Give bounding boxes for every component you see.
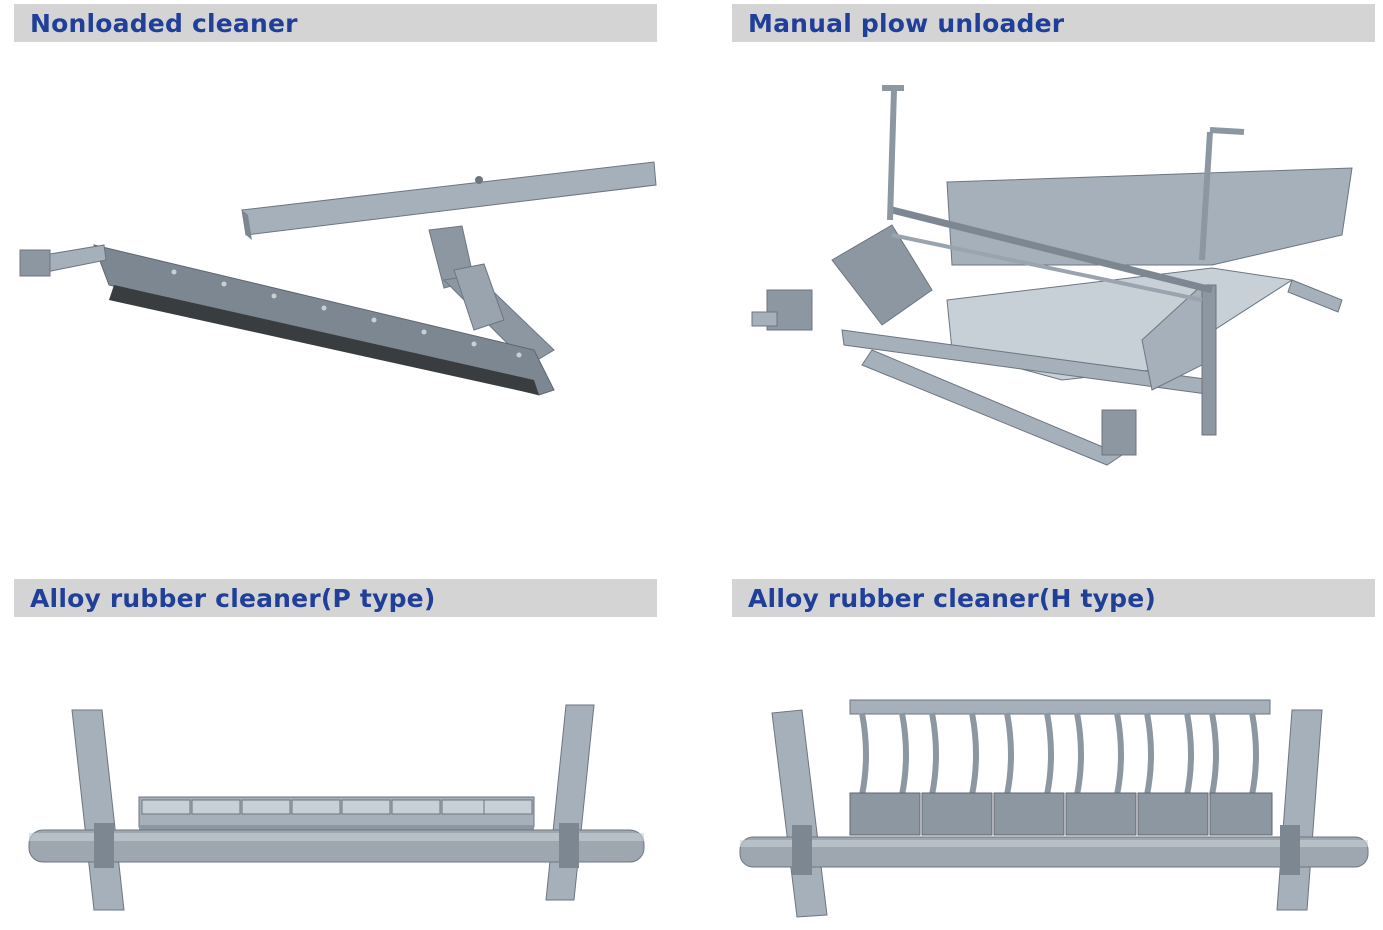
panel-title: Manual plow unloader — [748, 8, 1065, 38]
alloy-rubber-cleaner-p-type-illustration — [14, 625, 657, 925]
panel-title: Nonloaded cleaner — [30, 8, 298, 38]
panel-title: Alloy rubber cleaner(H type) — [748, 583, 1157, 613]
alloy-rubber-cleaner-h-type-illustration — [732, 625, 1375, 925]
panel-title: Alloy rubber cleaner(P type) — [30, 583, 436, 613]
nonloaded-cleaner-illustration — [14, 50, 657, 550]
manual-plow-unloader-illustration — [732, 50, 1375, 480]
header-alloy-rubber-cleaner-p: Alloy rubber cleaner(P type) — [14, 579, 657, 617]
header-alloy-rubber-cleaner-h: Alloy rubber cleaner(H type) — [732, 579, 1375, 617]
header-manual-plow-unloader: Manual plow unloader — [732, 4, 1375, 42]
header-nonloaded-cleaner: Nonloaded cleaner — [14, 4, 657, 42]
